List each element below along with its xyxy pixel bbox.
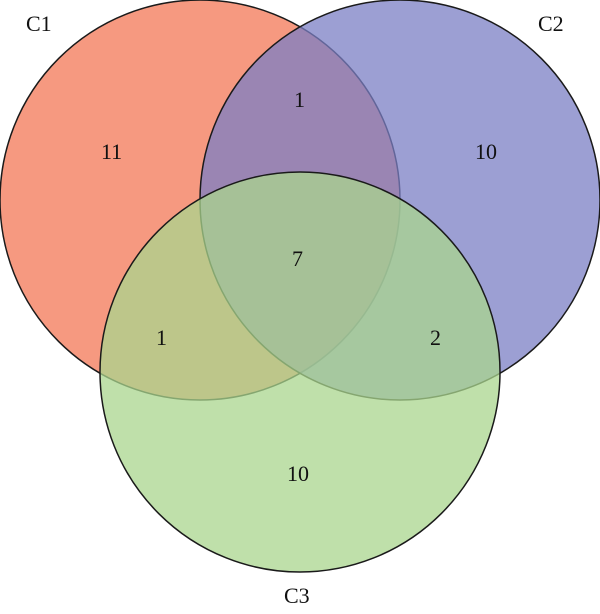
region-c2-c3: 2 xyxy=(430,325,441,350)
region-c1-c2: 1 xyxy=(294,87,305,112)
region-c2-only: 10 xyxy=(475,139,497,164)
set-label-c3: C3 xyxy=(284,583,310,608)
circle-c3 xyxy=(99,171,501,573)
set-label-c1: C1 xyxy=(26,11,52,36)
region-c1-c3: 1 xyxy=(156,325,167,350)
region-c1-only: 11 xyxy=(101,139,122,164)
circles xyxy=(0,0,600,573)
region-c1-c2-c3: 7 xyxy=(292,246,303,271)
region-c3-only: 10 xyxy=(287,461,309,486)
set-label-c2: C2 xyxy=(538,11,564,36)
